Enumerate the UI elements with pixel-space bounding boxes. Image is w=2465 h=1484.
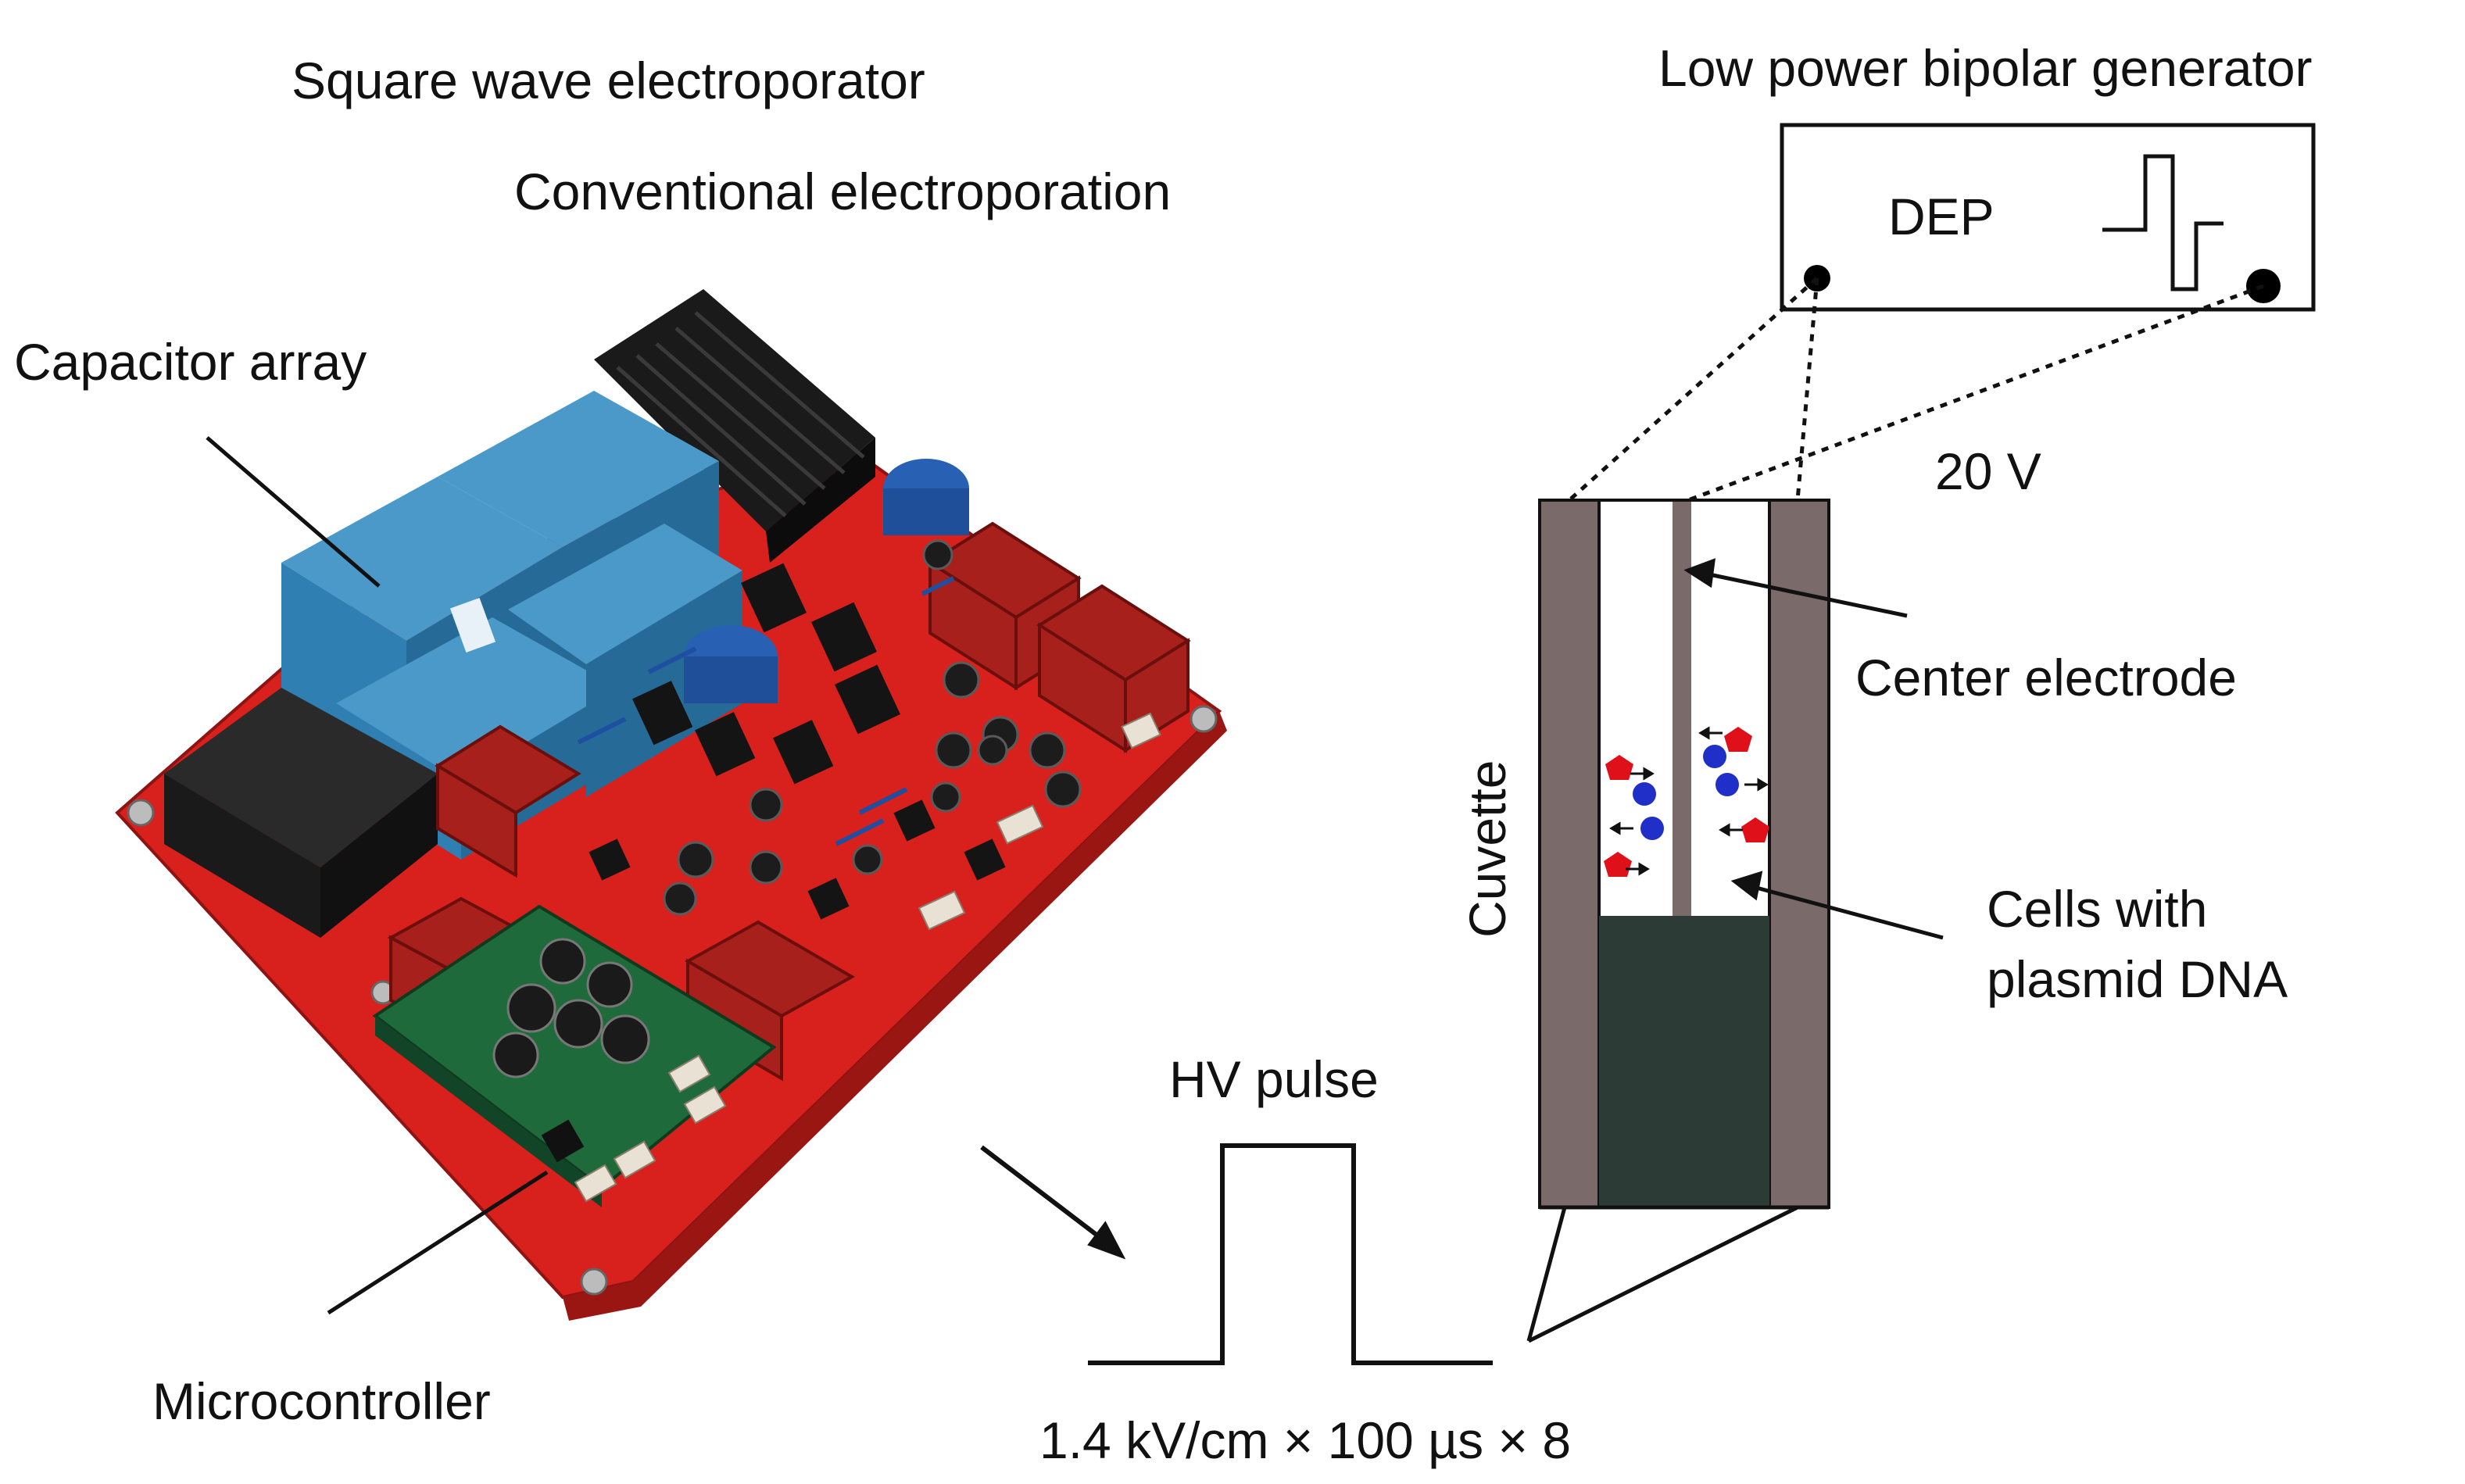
cuvette-callouts <box>1683 558 1944 940</box>
cuvette-label: Cuvette <box>1458 760 1516 938</box>
dep-connection-lines <box>1568 277 2264 502</box>
hv-pulse-label: HV pulse <box>1169 1050 1379 1108</box>
center-electrode-label: Center electrode <box>1855 649 2237 706</box>
photo-to-pulse-arrow <box>980 1145 1126 1260</box>
microcontroller-board <box>372 904 777 1207</box>
electrolytic-capacitors-blue <box>684 459 969 703</box>
cuvette-to-pulse-lines <box>1526 1205 1799 1343</box>
pulse-parameters-label: 1.4 kV/cm × 100 µs × 8 <box>1039 1411 1572 1469</box>
hv-pulse-waveform <box>1088 1143 1493 1365</box>
cuvette-wall-left <box>1538 499 1601 1209</box>
conventional-electroporation-title: Conventional electroporation <box>514 163 1172 220</box>
low-power-bipolar-generator-title: Low power bipolar generator <box>1658 39 2313 97</box>
center-electrode-arrow <box>1705 571 1908 618</box>
cells-with-label: Cells with <box>1987 880 2208 938</box>
bipolar-waveform <box>2102 154 2224 291</box>
heatsink <box>594 289 875 563</box>
power-supply-module <box>164 688 438 938</box>
cells-arrow <box>1750 884 1944 940</box>
small-components <box>589 563 1006 920</box>
capacitor-array-pointer <box>206 436 381 588</box>
microcontroller-pointer <box>327 1170 549 1315</box>
small-capacitors <box>663 539 1082 916</box>
cuvette-diagram <box>1538 499 1830 1210</box>
cells-with-plasmid <box>1604 726 1769 877</box>
square-wave-electroporator-title: Square wave electroporator <box>292 52 925 109</box>
cuvette-wall-right <box>1768 499 1830 1209</box>
dep-label: DEP <box>1888 188 1995 245</box>
electroporator-board-photo <box>115 289 1227 1321</box>
microcontroller-label: Microcontroller <box>152 1372 491 1430</box>
capacitor-array-label: Capacitor array <box>14 333 367 391</box>
connectors-white <box>918 712 1161 931</box>
center-electrode-bar <box>1673 500 1691 916</box>
plasmid-dna-label: plasmid DNA <box>1987 950 2288 1008</box>
voltage-label: 20 V <box>1935 442 2041 500</box>
diodes-blue <box>577 576 955 846</box>
dep-generator <box>1780 123 2316 312</box>
cuvette-medium <box>1599 916 1769 1207</box>
dep-generator-box <box>1780 123 2316 312</box>
